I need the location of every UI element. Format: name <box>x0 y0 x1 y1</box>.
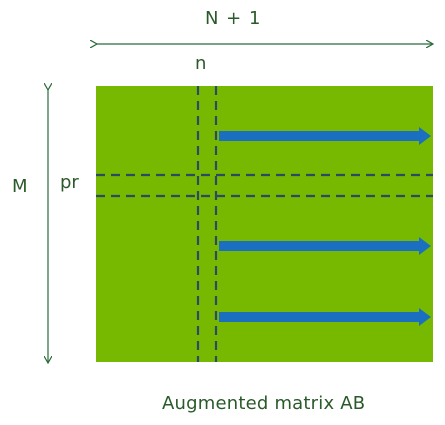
rows-label: M <box>12 176 28 197</box>
row-arrow-middle <box>219 237 431 255</box>
diagram-caption: Augmented matrix AB <box>162 393 366 414</box>
row-arrow-bottom <box>219 308 431 326</box>
pivot-row-label: pr <box>60 172 79 193</box>
row-arrow-top <box>219 127 431 145</box>
pivot-column-label: n <box>195 53 207 74</box>
columns-label: N + 1 <box>205 8 262 29</box>
